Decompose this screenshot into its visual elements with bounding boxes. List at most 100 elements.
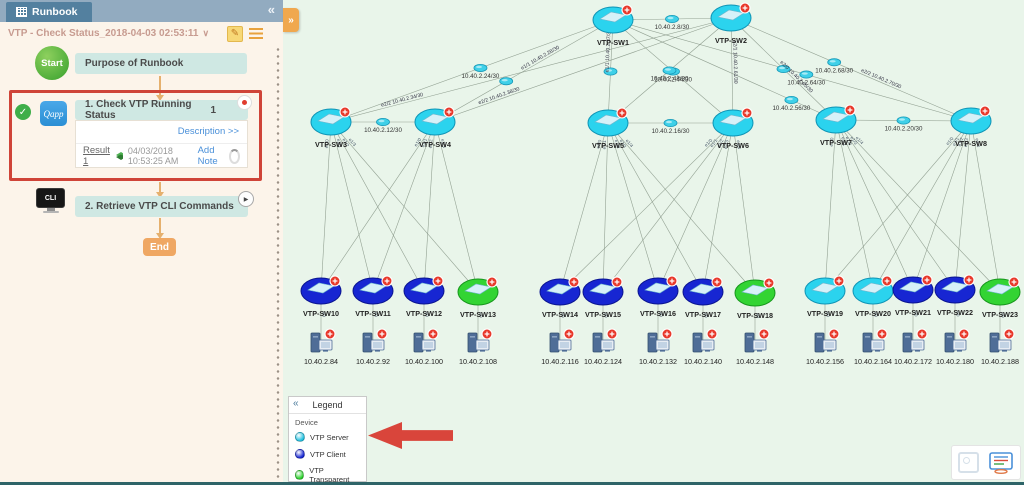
play-step-button[interactable]: ▶: [238, 191, 254, 207]
add-note-link[interactable]: Add Note: [197, 145, 218, 167]
bottom-border: [0, 482, 1024, 485]
switch-node-vtp-sw11[interactable]: VTP-SW11: [352, 275, 394, 318]
expand-panel-tab[interactable]: »: [283, 8, 299, 32]
switch-label: VTP-SW8: [955, 139, 987, 148]
host-node[interactable]: 10.40.2.132: [639, 328, 677, 366]
tab-runbook[interactable]: Runbook: [6, 2, 92, 22]
switch-node-vtp-sw10[interactable]: VTP-SW10: [300, 275, 342, 318]
description-link[interactable]: Description >>: [76, 121, 247, 144]
purpose-box[interactable]: Purpose of Runbook: [75, 53, 247, 74]
switch-node-vtp-sw2[interactable]: VTP-SW2: [710, 2, 752, 45]
port-label: e1/0: [595, 139, 602, 149]
port-label: e1/4: [736, 140, 742, 150]
host-node[interactable]: 10.40.2.92: [356, 328, 390, 366]
port-label: e1/3: [348, 137, 358, 147]
port-label: e1/1: [602, 140, 607, 150]
port-label: e1/0: [324, 139, 330, 149]
port-label: e1/1: [420, 137, 428, 148]
port-label: e0: [956, 311, 961, 317]
port-label: e1/0: [829, 137, 835, 147]
qapp-icon[interactable]: Qapp: [40, 101, 67, 126]
switch-node-vtp-sw18[interactable]: VTP-SW18: [734, 277, 776, 320]
host-node[interactable]: 10.40.2.164: [854, 328, 892, 366]
host-node[interactable]: 10.40.2.100: [405, 328, 443, 366]
link-label: 10.40.2.48/30: [651, 76, 689, 83]
legend-body: Device VTP Server VTP Client VTP Transpa…: [289, 414, 366, 485]
legend-toggle-icon[interactable]: [988, 451, 1014, 474]
legend-panel: « Legend Device VTP Server VTP Client VT…: [288, 396, 367, 485]
host-node[interactable]: 10.40.2.172: [894, 328, 932, 366]
port-label: e1/3: [963, 138, 969, 148]
switch-node-vtp-sw12[interactable]: VTP-SW12: [403, 275, 445, 318]
result-link[interactable]: Result 1: [83, 145, 110, 167]
legend-collapse-icon[interactable]: «: [293, 398, 299, 409]
runbook-header-bar: Runbook «: [0, 0, 283, 22]
step-1-box[interactable]: 1. Check VTP Running Status 1: [75, 99, 248, 121]
runbook-panel: Runbook « VTP - Check Status_2018-04-03 …: [0, 0, 283, 485]
port-label: e0: [756, 313, 761, 319]
port-label: e0: [704, 312, 709, 318]
host-node[interactable]: 10.40.2.84: [304, 328, 338, 366]
legend-header: « Legend: [289, 397, 366, 414]
switch-node-vtp-sw22[interactable]: VTP-SW22: [934, 274, 976, 317]
host-node[interactable]: 10.40.2.124: [584, 328, 622, 366]
link-label: 10.40.2.44/30: [654, 77, 692, 84]
switch-node-vtp-sw14[interactable]: VTP-SW14: [539, 276, 581, 319]
switch-node-vtp-sw4[interactable]: VTP-SW4: [414, 106, 456, 149]
switch-node-vtp-sw16[interactable]: VTP-SW16: [637, 275, 679, 318]
switch-node-vtp-sw6[interactable]: VTP-SW6: [712, 107, 754, 150]
host-node[interactable]: 10.40.2.108: [459, 328, 497, 366]
collapse-panel-icon[interactable]: «: [267, 2, 275, 17]
host-node[interactable]: 10.40.2.140: [684, 328, 722, 366]
panel-perforated-edge: [276, 46, 280, 482]
switch-label: VTP-SW10: [303, 309, 339, 318]
port-label: e0: [374, 312, 379, 318]
host-node[interactable]: 10.40.2.116: [541, 328, 579, 366]
thumbnail-icon[interactable]: [958, 452, 979, 473]
link-label: e2/2 10.40.2.38/30: [478, 86, 521, 106]
switch-label: VTP-SW17: [685, 310, 721, 319]
result-timestamp: 04/03/2018 10:53:25 AM: [127, 146, 179, 166]
port-label: e0: [604, 312, 609, 318]
switch-node-vtp-sw23[interactable]: VTP-SW23: [979, 276, 1021, 319]
link-label: 10.40.2.20/30: [885, 126, 923, 133]
switch-node-vtp-sw3[interactable]: VTP-SW3: [310, 106, 352, 149]
switch-node-vtp-sw8[interactable]: VTP-SW8: [950, 105, 992, 148]
switch-label: VTP-SW1: [597, 38, 629, 47]
record-button[interactable]: [237, 95, 252, 110]
menu-icon[interactable]: [249, 28, 263, 39]
switch-node-vtp-sw5[interactable]: VTP-SW5: [587, 107, 629, 150]
port-label: e1/3: [619, 138, 628, 149]
host-node[interactable]: 10.40.2.188: [981, 328, 1019, 366]
switch-node-vtp-sw7[interactable]: VTP-SW7: [815, 104, 857, 147]
runbook-tab-label: Runbook: [32, 6, 78, 18]
switch-node-vtp-sw13[interactable]: VTP-SW13: [457, 276, 499, 319]
host-node[interactable]: 10.40.2.156: [806, 328, 844, 366]
port-label: e1/2: [428, 139, 434, 149]
switch-node-vtp-sw17[interactable]: VTP-SW17: [682, 276, 724, 319]
switch-label: VTP-SW6: [717, 141, 749, 150]
host-ip-label: 10.40.2.188: [981, 357, 1019, 366]
switch-node-vtp-sw15[interactable]: VTP-SW15: [582, 276, 624, 319]
host-ip-label: 10.40.2.180: [936, 357, 974, 366]
switch-label: VTP-SW3: [315, 140, 347, 149]
switch-label: VTP-SW11: [355, 309, 391, 318]
host-node[interactable]: 10.40.2.180: [936, 328, 974, 366]
switch-label: VTP-SW4: [419, 140, 451, 149]
step-2-box[interactable]: 2. Retrieve VTP CLI Commands: [75, 196, 248, 217]
runbook-title[interactable]: VTP - Check Status_2018-04-03 02:53:11∨: [8, 28, 210, 39]
switch-label: VTP-SW19: [807, 309, 843, 318]
switch-label: VTP-SW13: [460, 310, 496, 319]
start-node[interactable]: Start: [35, 46, 69, 80]
note-edit-icon[interactable]: ✎: [227, 26, 243, 42]
switch-node-vtp-sw1[interactable]: VTP-SW1: [592, 4, 634, 47]
port-label: e1/0: [413, 137, 422, 148]
link-label: e2/2 10.40.2.70/30: [860, 68, 902, 91]
map-corner-tools: [951, 445, 1021, 480]
switch-node-vtp-sw21[interactable]: VTP-SW21: [892, 274, 934, 317]
host-node[interactable]: 10.40.2.148: [736, 328, 774, 366]
switch-node-vtp-sw20[interactable]: VTP-SW20: [852, 275, 894, 318]
switch-node-vtp-sw19[interactable]: VTP-SW19: [804, 275, 846, 318]
